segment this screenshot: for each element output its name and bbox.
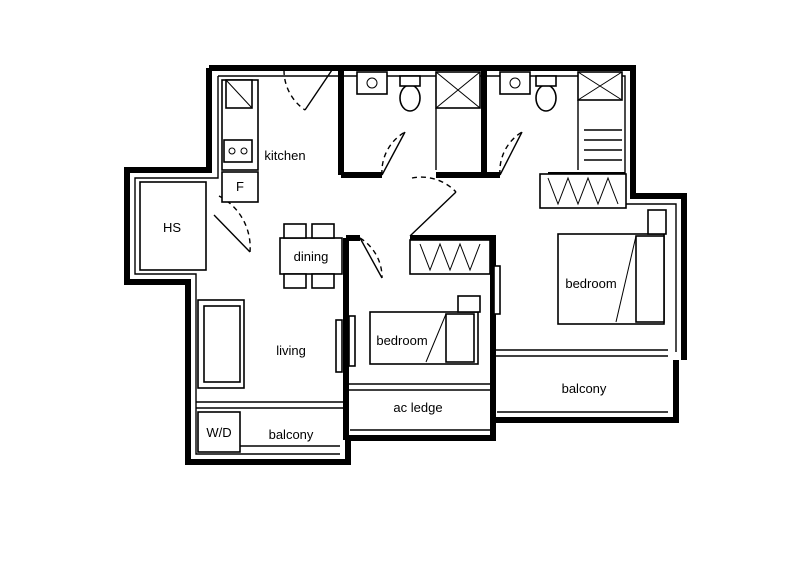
wd-box <box>197 411 241 453</box>
label-balcony-right: balcony <box>562 381 607 396</box>
chair-icon <box>283 273 307 289</box>
label-wd: W/D <box>206 425 231 440</box>
label-fridge: F <box>236 179 244 194</box>
toilet-icon <box>535 84 557 112</box>
chair-icon <box>311 273 335 289</box>
window-marker <box>493 265 501 315</box>
label-bedroom-master: bedroom <box>565 276 616 291</box>
bathroom-1 <box>356 71 481 170</box>
label-kitchen: kitchen <box>264 148 305 163</box>
label-hs: HS <box>163 220 181 235</box>
toilet-icon <box>399 84 421 112</box>
chair-icon <box>311 223 335 239</box>
label-ac-ledge: ac ledge <box>393 400 442 415</box>
bed-small <box>369 295 481 365</box>
fridge-box <box>221 171 259 203</box>
wardrobe-master <box>539 173 627 209</box>
kitchen-counter <box>221 79 259 171</box>
bathroom-2 <box>499 71 623 170</box>
window-marker <box>348 315 356 367</box>
label-dining: dining <box>294 249 329 264</box>
wardrobe-small <box>409 239 491 275</box>
label-balcony-left: balcony <box>269 427 314 442</box>
chair-icon <box>283 223 307 239</box>
bed-master <box>557 209 667 325</box>
basin-icon <box>356 71 388 95</box>
hs-room <box>139 181 207 271</box>
label-living: living <box>276 343 306 358</box>
side-table <box>457 295 481 313</box>
hob-icon <box>223 139 253 163</box>
sofa <box>197 299 245 389</box>
dining-set <box>279 223 343 289</box>
label-bedroom-small: bedroom <box>376 333 427 348</box>
side-table <box>647 209 667 235</box>
basin-icon <box>499 71 531 95</box>
doors <box>213 69 523 279</box>
dining-table <box>279 237 343 275</box>
tv-console <box>335 319 343 373</box>
